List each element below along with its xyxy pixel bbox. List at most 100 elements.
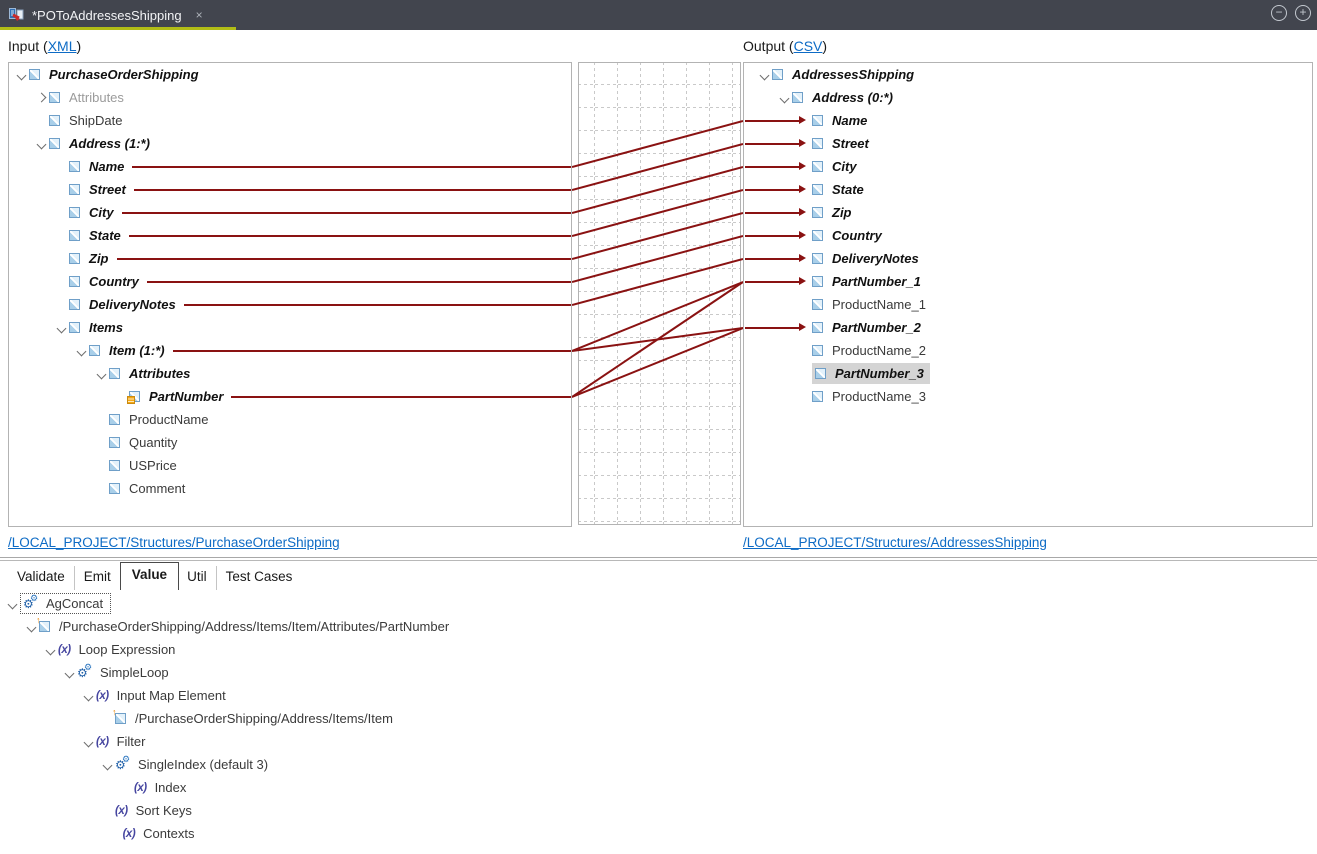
mapping-line-zip-to-zip[interactable] — [572, 212, 743, 260]
panel-headers: Input (XML) Output (CSV) — [0, 30, 1317, 62]
mapping-line-item-1--to-partnumber-1[interactable] — [572, 281, 743, 352]
tree-item-addressesshipping[interactable]: AddressesShipping — [744, 63, 1312, 86]
tree-item-usprice[interactable]: USPrice — [9, 454, 571, 477]
chevron-expanded-icon[interactable] — [95, 367, 109, 381]
tree-item-deliverynotes[interactable]: DeliveryNotes — [744, 247, 1312, 270]
mapping-line-street-to-street[interactable] — [572, 143, 743, 191]
tree-item-zip[interactable]: Zip — [9, 247, 571, 270]
mapping-line-state-to-state[interactable] — [572, 189, 743, 237]
tree-item-partnumber-2[interactable]: PartNumber_2 — [744, 316, 1312, 339]
rule-item-sort-keys[interactable]: (x)Sort Keys — [0, 799, 1317, 822]
tree-item-attributes[interactable]: Attributes — [9, 86, 571, 109]
tab-test-cases[interactable]: Test Cases — [225, 569, 293, 584]
tree-item-items[interactable]: Items — [9, 316, 571, 339]
tree-item-country[interactable]: Country — [744, 224, 1312, 247]
tree-item-productname-1[interactable]: ProductName_1 — [744, 293, 1312, 316]
tree-item-country[interactable]: Country — [9, 270, 571, 293]
tree-item-quantity[interactable]: Quantity — [9, 431, 571, 454]
element-node-icon — [812, 276, 823, 287]
tab-util[interactable]: Util — [178, 566, 217, 590]
tree-item-street[interactable]: Street — [744, 132, 1312, 155]
rule-item--purchaseordershipping-address-items-item[interactable]: /PurchaseOrderShipping/Address/Items/Ite… — [0, 707, 1317, 730]
tree-item-productname-2[interactable]: ProductName_2 — [744, 339, 1312, 362]
output-format-link[interactable]: CSV — [793, 38, 823, 54]
tree-item-deliverynotes[interactable]: DeliveryNotes — [9, 293, 571, 316]
tree-item-item-1-[interactable]: Item (1:*) — [9, 339, 571, 362]
rule-item--purchaseordershipping-address-items-item-attributes-partnumber[interactable]: /PurchaseOrderShipping/Address/Items/Ite… — [0, 615, 1317, 638]
tree-item-attributes[interactable]: Attributes — [9, 362, 571, 385]
chevron-spacer — [55, 160, 69, 174]
chevron-collapsed-icon[interactable] — [35, 91, 49, 105]
mapping-line-partnumber-to-partnumber-2[interactable] — [572, 327, 743, 398]
chevron-spacer — [101, 804, 115, 818]
rule-item-contexts[interactable]: (x)Contexts — [0, 822, 1317, 845]
tree-item-name[interactable]: Name — [9, 155, 571, 178]
output-structure-link[interactable]: /LOCAL_PROJECT/Structures/AddressesShipp… — [743, 535, 1047, 550]
tree-item-productname[interactable]: ProductName — [9, 408, 571, 431]
mapping-line-partnumber-to-partnumber-1[interactable] — [572, 281, 743, 398]
tree-item-label: Address (1:*) — [69, 136, 150, 151]
document-tab[interactable]: *POToAddressesShipping × — [0, 0, 236, 30]
chevron-expanded-icon[interactable] — [75, 344, 89, 358]
input-structure-link[interactable]: /LOCAL_PROJECT/Structures/PurchaseOrderS… — [8, 535, 340, 550]
rule-item-input-map-element[interactable]: (x)Input Map Element — [0, 684, 1317, 707]
mapping-line-deliverynotes-to-deliverynotes[interactable] — [572, 258, 743, 306]
tree-item-street[interactable]: Street — [9, 178, 571, 201]
mapping-line-name-to-name[interactable] — [572, 120, 743, 168]
tree-item-partnumber[interactable]: PartNumber — [9, 385, 571, 408]
chevron-expanded-icon[interactable] — [15, 68, 29, 82]
chevron-expanded-icon[interactable] — [101, 758, 115, 772]
rule-item-simpleloop[interactable]: ⚙⚙SimpleLoop — [0, 661, 1317, 684]
mapping-arrow-line — [745, 188, 800, 191]
chevron-expanded-icon[interactable] — [758, 68, 772, 82]
chevron-spacer — [109, 827, 123, 841]
chevron-expanded-icon[interactable] — [44, 643, 58, 657]
tree-item-state[interactable]: State — [744, 178, 1312, 201]
zoom-out-button[interactable]: − — [1271, 5, 1287, 21]
chevron-spacer — [798, 390, 812, 404]
rule-item-singleindex-default-3-[interactable]: ⚙⚙SingleIndex (default 3) — [0, 753, 1317, 776]
chevron-expanded-icon[interactable] — [63, 666, 77, 680]
tab-emit[interactable]: Emit — [75, 566, 121, 590]
tree-item-partnumber-1[interactable]: PartNumber_1 — [744, 270, 1312, 293]
tree-item-name[interactable]: Name — [744, 109, 1312, 132]
chevron-expanded-icon[interactable] — [82, 735, 96, 749]
mapping-line-stub — [128, 234, 571, 237]
rule-item-filter[interactable]: (x)Filter — [0, 730, 1317, 753]
tree-item-label: ProductName_2 — [832, 343, 926, 358]
tree-item-label: Item (1:*) — [109, 343, 165, 358]
tree-item-city[interactable]: City — [744, 155, 1312, 178]
tree-item-zip[interactable]: Zip — [744, 201, 1312, 224]
chevron-expanded-icon[interactable] — [35, 137, 49, 151]
chevron-expanded-icon[interactable] — [778, 91, 792, 105]
tree-item-label: Attributes — [69, 90, 124, 105]
mapping-arrow-line — [745, 326, 800, 329]
zoom-in-button[interactable]: + — [1295, 5, 1311, 21]
chevron-expanded-icon[interactable] — [55, 321, 69, 335]
tree-item-productname-3[interactable]: ProductName_3 — [744, 385, 1312, 408]
tab-value[interactable]: Value — [119, 562, 180, 590]
tree-item-shipdate[interactable]: ShipDate — [9, 109, 571, 132]
map-document-icon — [9, 8, 24, 21]
chevron-spacer — [55, 206, 69, 220]
input-format-link[interactable]: XML — [47, 38, 77, 54]
tree-item-address-1-[interactable]: Address (1:*) — [9, 132, 571, 155]
tree-item-state[interactable]: State — [9, 224, 571, 247]
chevron-expanded-icon[interactable] — [6, 597, 20, 611]
mapping-line-city-to-city[interactable] — [572, 166, 743, 214]
tab-validate[interactable]: Validate — [8, 566, 75, 590]
horizontal-splitter[interactable] — [0, 557, 1317, 561]
rule-item-index[interactable]: (x)Index — [0, 776, 1317, 799]
mapping-line-country-to-country[interactable] — [572, 235, 743, 283]
chevron-expanded-icon[interactable] — [82, 689, 96, 703]
tree-item-city[interactable]: City — [9, 201, 571, 224]
tab-close-icon[interactable]: × — [195, 8, 203, 22]
chevron-spacer — [55, 298, 69, 312]
rule-item-loop-expression[interactable]: (x)Loop Expression — [0, 638, 1317, 661]
tree-item-comment[interactable]: Comment — [9, 477, 571, 500]
mapping-arrowhead-icon — [799, 185, 806, 193]
rule-item-agconcat[interactable]: ⚙⚙AgConcat — [0, 592, 1317, 615]
tree-item-purchaseordershipping[interactable]: PurchaseOrderShipping — [9, 63, 571, 86]
tree-item-address-0-[interactable]: Address (0:*) — [744, 86, 1312, 109]
tree-item-partnumber-3[interactable]: PartNumber_3 — [744, 362, 1312, 385]
